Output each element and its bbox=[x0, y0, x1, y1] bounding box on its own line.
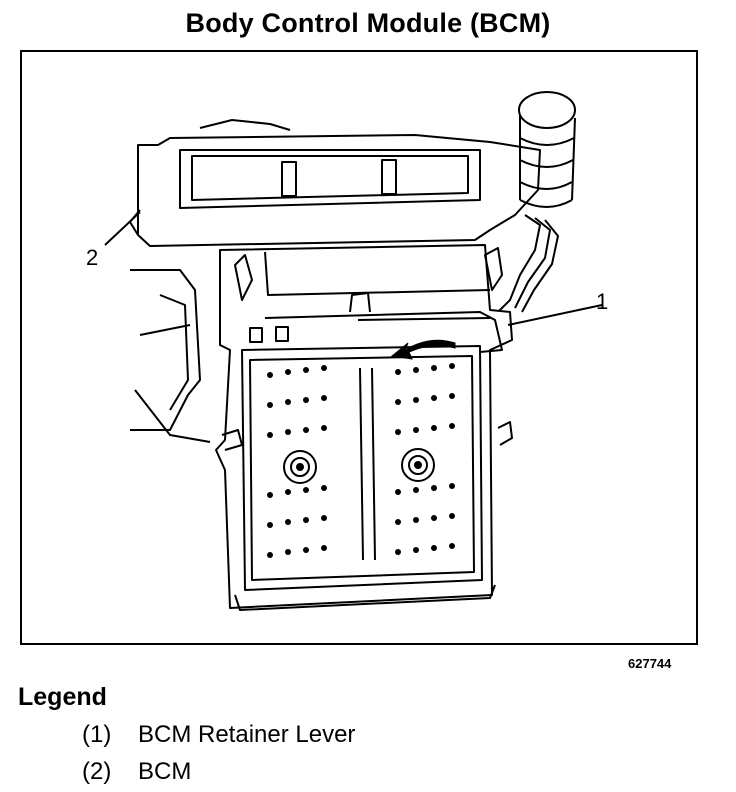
left-bracket bbox=[130, 269, 211, 443]
callout-2-label: 2 bbox=[86, 245, 99, 270]
callout-1-label: 1 bbox=[596, 289, 609, 314]
legend-item: (2) BCM bbox=[82, 755, 355, 792]
diagram-title: Body Control Module (BCM) bbox=[185, 8, 551, 38]
legend-item-label: BCM Retainer Lever bbox=[138, 721, 356, 748]
legend-item: (1) BCM Retainer Lever bbox=[82, 718, 355, 755]
legend-list: (1) BCM Retainer Lever (2) BCM bbox=[82, 718, 355, 792]
callout-2-leader bbox=[104, 211, 141, 246]
bcm-illustration bbox=[104, 91, 603, 611]
lever-arrow bbox=[390, 339, 456, 360]
upper-housing bbox=[129, 119, 541, 247]
callout-1-leader bbox=[507, 304, 603, 326]
retainer-lever bbox=[264, 292, 503, 353]
wire-boot bbox=[497, 91, 576, 313]
mounting-bosses bbox=[283, 448, 435, 484]
legend-item-label: BCM bbox=[138, 758, 192, 785]
legend-item-number: (2) bbox=[82, 758, 112, 785]
figure-id: 627744 bbox=[628, 656, 672, 671]
legend-heading: Legend bbox=[18, 683, 107, 711]
illustration-frame bbox=[20, 50, 698, 645]
bcm-module bbox=[215, 244, 513, 611]
legend-item-number: (1) bbox=[82, 721, 112, 748]
contact-pattern bbox=[267, 363, 455, 558]
